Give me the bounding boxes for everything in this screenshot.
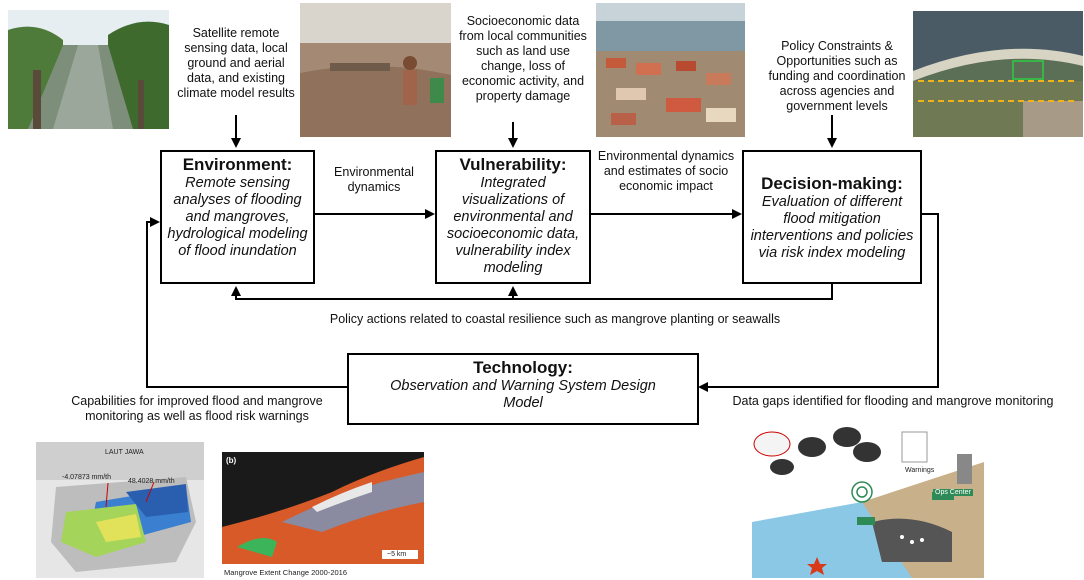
- dec-to-tech-label: Data gaps identified for flooding and ma…: [732, 394, 1054, 408]
- decision-title: Decision-making:: [761, 174, 903, 193]
- decision-input-text: Policy Constraints & Opportunities such …: [768, 39, 906, 113]
- mangrove-scale-label: ~5 km: [387, 551, 407, 558]
- technology-box: Technology: Observation and Warning Syst…: [347, 353, 699, 425]
- environment-input-text: Satellite remote sensing data, local gro…: [177, 26, 295, 100]
- tech-to-env-arrow: [146, 217, 347, 388]
- vulnerability-box: Vulnerability: Integrated visualizations…: [435, 150, 591, 284]
- environment-title: Environment:: [182, 155, 293, 174]
- vulnerability-body: Integrated visualizations of environment…: [446, 175, 580, 276]
- flooded-town-photo: [596, 3, 745, 137]
- subsidence-map: [36, 442, 204, 578]
- flood-people-photo: [300, 3, 451, 137]
- canal-mangrove-photo: [8, 10, 169, 129]
- tech-to-env-label: Capabilities for improved flood and mang…: [71, 394, 323, 423]
- technology-title: Technology:: [473, 358, 573, 377]
- environment-box: Environment: Remote sensing analyses of …: [160, 150, 315, 284]
- vulnerability-title: Vulnerability:: [459, 155, 567, 174]
- satellite-coast-photo: [913, 11, 1083, 137]
- map-rate-1: -4.07873 mm/th: [62, 474, 112, 481]
- env-to-vul-label: Environmental dynamics: [334, 165, 414, 194]
- warning-system-illustration: [752, 422, 984, 578]
- policy-feedback-label: Policy actions related to coastal resili…: [329, 312, 781, 326]
- mangrove-caption: Mangrove Extent Change 2000-2016: [224, 568, 348, 577]
- map-sea-label: LAUT JAWA: [105, 449, 144, 456]
- warning-label: Warnings: [905, 467, 935, 474]
- dec-to-tech-arrow: [698, 213, 939, 392]
- mangrove-change-map: [222, 452, 424, 564]
- ops-center-label: Ops Center: [933, 489, 973, 496]
- vulnerability-input-text: Socioeconomic data from local communitie…: [459, 14, 587, 103]
- policy-feedback-arrow: [231, 282, 833, 300]
- map-rate-2: 48.4028 mm/th: [128, 478, 175, 485]
- vul-to-dec-label: Environmental dynamics and estimates of …: [597, 149, 735, 193]
- technology-body: Observation and Warning System Design Mo…: [390, 378, 656, 411]
- decision-box: Decision-making: Evaluation of different…: [742, 150, 922, 284]
- decision-body: Evaluation of different flood mitigation…: [750, 194, 914, 261]
- environment-body: Remote sensing analyses of flooding and …: [167, 175, 308, 259]
- mangrove-panel-label: (b): [226, 456, 237, 465]
